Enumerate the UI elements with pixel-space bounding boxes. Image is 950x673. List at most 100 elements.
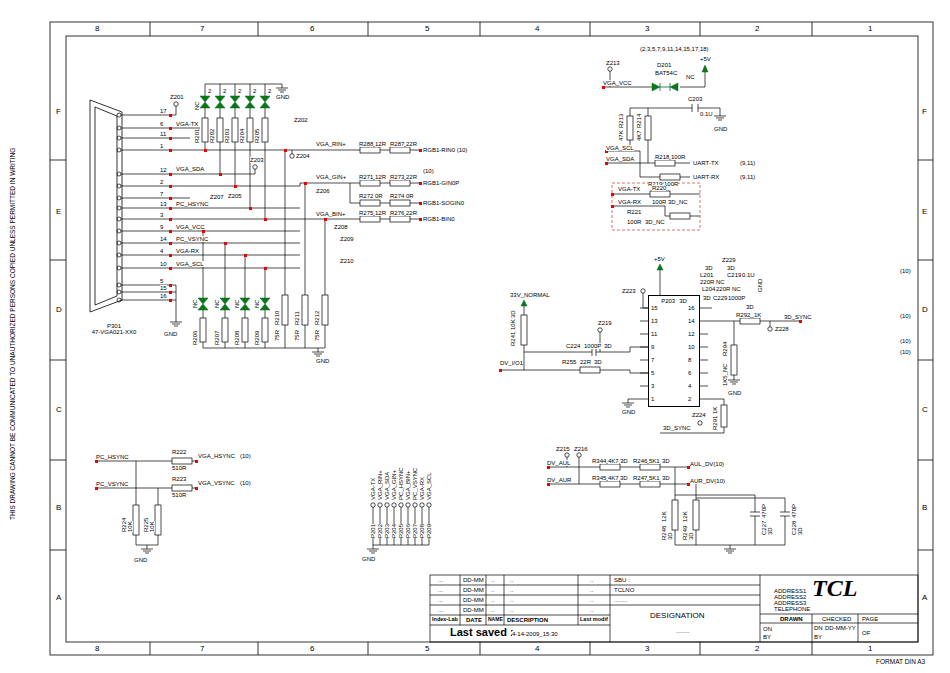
- schematic-label: ..: [590, 577, 593, 583]
- schematic-label: C229: [713, 295, 727, 301]
- schematic-label: 1: [160, 143, 163, 149]
- schematic-label: R246: [633, 458, 647, 464]
- schematic-label: DESIGNATION: [650, 612, 705, 620]
- schematic-label: B: [922, 504, 927, 512]
- schematic-label: 6: [688, 370, 691, 376]
- schematic-label: ...: [438, 607, 443, 613]
- schematic-label: 3D: [667, 532, 673, 540]
- schematic-label: 3D_NC: [668, 199, 688, 205]
- schematic-label: NC: [214, 299, 220, 308]
- schematic-label: 17: [160, 108, 167, 114]
- schematic-label: R207: [214, 331, 220, 345]
- schematic-label: 7: [200, 25, 204, 33]
- schematic-label: RGB1-BIN0: [423, 216, 455, 222]
- schematic-label: NC: [254, 299, 260, 308]
- schematic-label: NC: [194, 101, 200, 110]
- schematic-label: GND: [728, 390, 741, 396]
- schematic-label: +5V: [700, 56, 711, 62]
- schematic-label: Z209: [340, 236, 354, 242]
- schematic-label: 10: [160, 261, 167, 267]
- connector-outline: P30147-VGA021-XX0: [82, 92, 146, 337]
- schematic-label: 3D: [746, 304, 754, 310]
- schematic-label: R272: [359, 193, 373, 199]
- schematic-label: C224: [566, 343, 580, 349]
- schematic-label: 6: [160, 121, 163, 127]
- schematic-label: 22R: [406, 210, 417, 216]
- schematic-label: VGA_HSYNC: [198, 453, 235, 459]
- dsub-connector-path: [90, 100, 122, 312]
- schematic-label: (10): [900, 338, 911, 344]
- schematic-label: Z207: [210, 194, 224, 200]
- schematic-label: 12: [688, 331, 695, 337]
- schematic-label: 100R: [652, 199, 666, 205]
- schematic-label: 47K: [618, 130, 624, 141]
- schematic-label: 15: [651, 305, 658, 311]
- schematic-label: RGB1-SOGIN0: [423, 200, 464, 206]
- schematic-label: R222: [172, 449, 186, 455]
- schematic-label: BAT54C: [655, 70, 677, 76]
- schematic-label: ...: [438, 577, 443, 583]
- schematic-label: 33V_NORMAL: [510, 292, 550, 298]
- schematic-label: ........: [676, 628, 689, 634]
- schematic-label: D: [56, 306, 62, 314]
- schematic-label: VGA-RX: [176, 248, 199, 254]
- schematic-label: 8: [95, 645, 99, 653]
- schematic-label: Z213: [606, 60, 620, 66]
- schematic-label: 4K7: [636, 130, 642, 141]
- schematic-label: P201: [370, 524, 376, 538]
- schematic-label: 9: [160, 224, 163, 230]
- schematic-label: GND: [316, 358, 329, 364]
- part-name: P301: [107, 323, 121, 329]
- schematic-label: 12R: [375, 210, 386, 216]
- schematic-label: 2: [238, 88, 241, 94]
- schematic-label: 3D: [604, 343, 612, 349]
- schematic-label: RGB1-RIN0 (10): [423, 147, 467, 153]
- schematic-label: R208: [234, 331, 240, 345]
- schematic-label: 470P: [791, 504, 797, 518]
- schematic-label: VGA-RX: [618, 199, 641, 205]
- schematic-label: P204: [391, 524, 397, 538]
- schematic-label: R223: [172, 476, 186, 482]
- schematic-label: 11: [160, 131, 166, 137]
- schematic-label: D201: [657, 62, 671, 68]
- schematic-label: 5: [160, 278, 163, 284]
- schematic-label: R345: [592, 475, 606, 481]
- schematic-label: ..: [491, 587, 494, 593]
- schematic-label: R271: [359, 174, 373, 180]
- schematic-label: (9,11): [740, 160, 755, 166]
- schematic-label: 10K: [510, 319, 516, 330]
- part-name: P203: [661, 298, 675, 304]
- schematic-label: R204: [239, 129, 245, 143]
- schematic-label: A: [922, 594, 927, 602]
- schematic-label: VGA_BIN+: [405, 470, 411, 500]
- schematic-label: D: [922, 306, 928, 314]
- schematic-label: 220R: [716, 286, 730, 292]
- schematic-label: R241: [510, 332, 516, 346]
- schematic-label: VGA_VCC: [176, 224, 205, 230]
- schematic-label: R214: [636, 114, 642, 128]
- schematic-label: P206: [405, 524, 411, 538]
- schematic-label: Z208: [334, 224, 348, 230]
- schematic-label: 5: [425, 25, 429, 33]
- schematic-label: C219: [727, 272, 741, 278]
- schematic-label: GND: [164, 331, 177, 337]
- schematic-label: DD-MM: [463, 577, 484, 583]
- schematic-label: 14: [160, 236, 167, 242]
- schematic-label: 15: [160, 285, 167, 291]
- schematic-label: R211: [294, 311, 300, 325]
- schematic-label: 3D: [688, 532, 694, 540]
- schematic-label: 4: [535, 25, 539, 33]
- schematic-label: Index-Lab: [432, 617, 458, 623]
- schematic-label: 3D: [620, 458, 628, 464]
- schematic-label: AUL_DV(10): [690, 461, 724, 467]
- schematic-label: 5K1: [649, 475, 660, 481]
- schematic-label: DD-MM: [463, 607, 484, 613]
- schematic-label: GND: [622, 409, 635, 415]
- schematic-label: R344: [592, 458, 606, 464]
- schematic-label: Z216: [574, 446, 588, 452]
- schematic-label: 16: [160, 293, 167, 299]
- schematic-label: ..: [510, 577, 513, 583]
- schematic-label: PC_HSYNC: [176, 201, 209, 207]
- schematic-label: E: [922, 208, 927, 216]
- schematic-label: (10): [900, 268, 911, 274]
